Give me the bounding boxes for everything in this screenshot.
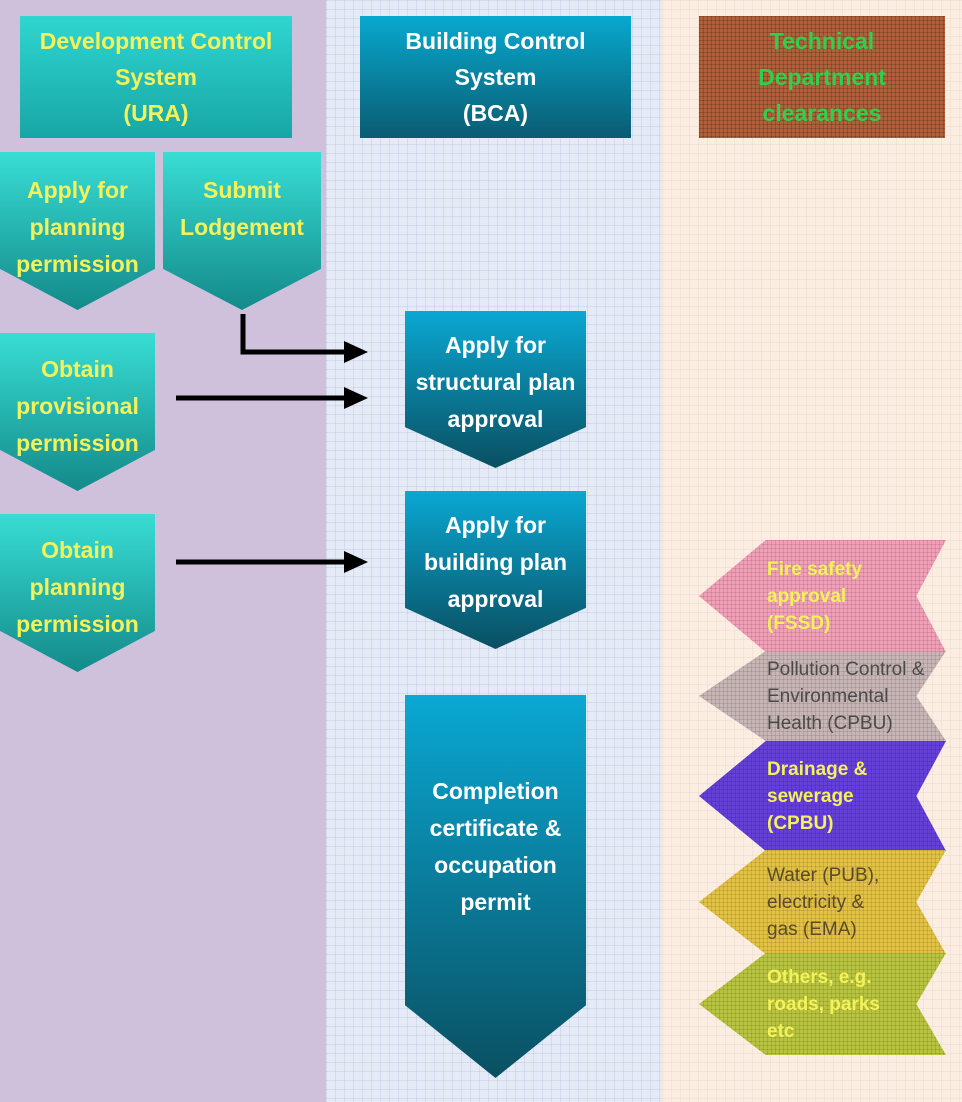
arrow-provisional-to-structural — [176, 387, 368, 409]
arrow-planning-to-building — [176, 551, 368, 573]
tech-header: Technical Department clearances — [699, 16, 945, 138]
bca-header: Building Control System (BCA) — [360, 16, 631, 138]
step-completion-certificate: Completion certificate & occupation perm… — [405, 695, 586, 1078]
arrow-lodgement-to-structural — [240, 314, 368, 363]
clearance-fire-safety: Fire safety approval (FSSD) — [699, 540, 946, 652]
clearance-pollution-control: Pollution Control & Environmental Health… — [699, 651, 946, 741]
clearance-others: Others, e.g. roads, parks etc — [699, 953, 946, 1055]
clearance-water-electricity-gas: Water (PUB), electricity & gas (EMA) — [699, 850, 946, 954]
clearance-drainage-sewerage: Drainage & sewerage (CPBU) — [699, 741, 946, 851]
ura-header: Development Control System (URA) — [20, 16, 292, 138]
